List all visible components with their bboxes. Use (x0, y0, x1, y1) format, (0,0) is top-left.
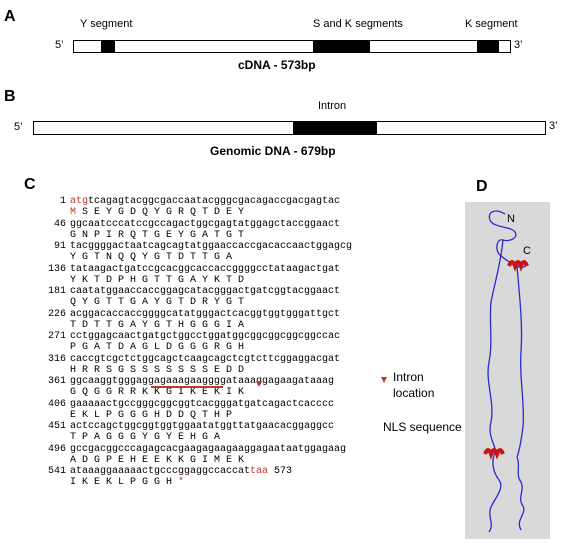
genomic-bar (33, 121, 546, 135)
intron-location-label-2: location (393, 386, 435, 400)
row-number: 91 (53, 241, 66, 252)
sk-segment-block (313, 41, 370, 52)
intron-block (293, 122, 377, 134)
amino-acid-row: I K E K L P G G H * (70, 477, 185, 489)
cdna-caption: cDNA - 573bp (238, 58, 316, 72)
amino-acid-row: G N P I R Q T G E Y G A T G T (70, 229, 245, 241)
k-segment-label: K segment (465, 18, 518, 30)
intron-legend-marker-icon (381, 377, 387, 383)
panel-c-letter: C (24, 176, 36, 193)
row-number: 136 (47, 263, 66, 275)
row-number: 181 (47, 286, 66, 297)
nls-underline (151, 386, 223, 388)
c-terminus-label: C (523, 245, 531, 257)
amino-acid-row: P G A T D A G L D G G G R G H (70, 342, 245, 354)
row-number: 496 (47, 443, 66, 455)
amino-acid-row: T D T T G A Y G T H G G G I A (70, 319, 245, 331)
intron-location-label-1: Intron (393, 370, 424, 384)
row-number: 451 (47, 421, 66, 432)
helix-lower (483, 448, 505, 460)
amino-acid-row: T P A G G G Y G Y E H G A (70, 432, 221, 444)
row-number: 316 (47, 353, 66, 365)
k-segment-block (477, 41, 499, 52)
panel-d-letter: D (476, 178, 488, 195)
panel-a-letter: A (4, 8, 16, 25)
amino-acid-row: Q Y G T T G A Y G T D R Y G T (70, 297, 245, 309)
cdna-3prime-label: 3’ (514, 39, 523, 51)
stop-codon: taa (250, 466, 269, 477)
cdna-5prime-label: 5’ (55, 39, 64, 51)
panel-b-letter: B (4, 88, 16, 105)
cdna-bar (73, 40, 511, 53)
protein-structure-panel (465, 202, 550, 539)
row-number: 226 (47, 308, 66, 320)
row-number: 361 (47, 376, 66, 387)
row-number: 271 (47, 331, 66, 342)
start-codon: atg (70, 196, 89, 207)
intron-label: Intron (318, 100, 347, 112)
amino-acid-row: A D G P E H E E K K G I M E K (70, 454, 245, 466)
nls-sequence-label: NLS sequence (383, 420, 462, 434)
y-segment-block (101, 41, 115, 52)
amino-acid-row: H R R S G S S S S S S S E D D (70, 364, 245, 376)
amino-acid-row: E K L P G G G H D D Q T H P (70, 409, 233, 421)
row-number: 406 (47, 398, 66, 410)
row-number: 1 (59, 196, 66, 207)
amino-acid-row: G Q G G R R K K G I K E K I K (70, 387, 245, 399)
protein-backbone (487, 210, 528, 533)
n-terminus-label: N (507, 213, 515, 225)
amino-acid-row: Y K T D P H G T T G A Y K T D (70, 274, 245, 286)
protein-structure-svg: N C (483, 210, 531, 533)
row-number: 541 (47, 466, 66, 477)
row-number: 46 (53, 218, 66, 230)
genomic-caption: Genomic DNA - 679bp (210, 144, 336, 158)
helix-upper (507, 260, 529, 272)
y-segment-label: Y segment (80, 18, 133, 30)
genomic-3prime-label: 3’ (549, 120, 558, 132)
amino-acid-row: Y G T N Q Q Y G T D T T G A (70, 252, 233, 264)
genomic-5prime-label: 5’ (14, 121, 23, 133)
intron-location-marker-icon (256, 381, 262, 387)
amino-acid-row: M S E Y G D Q Y G R Q T D E Y (70, 207, 245, 219)
s-and-k-segments-label: S and K segments (313, 18, 403, 30)
